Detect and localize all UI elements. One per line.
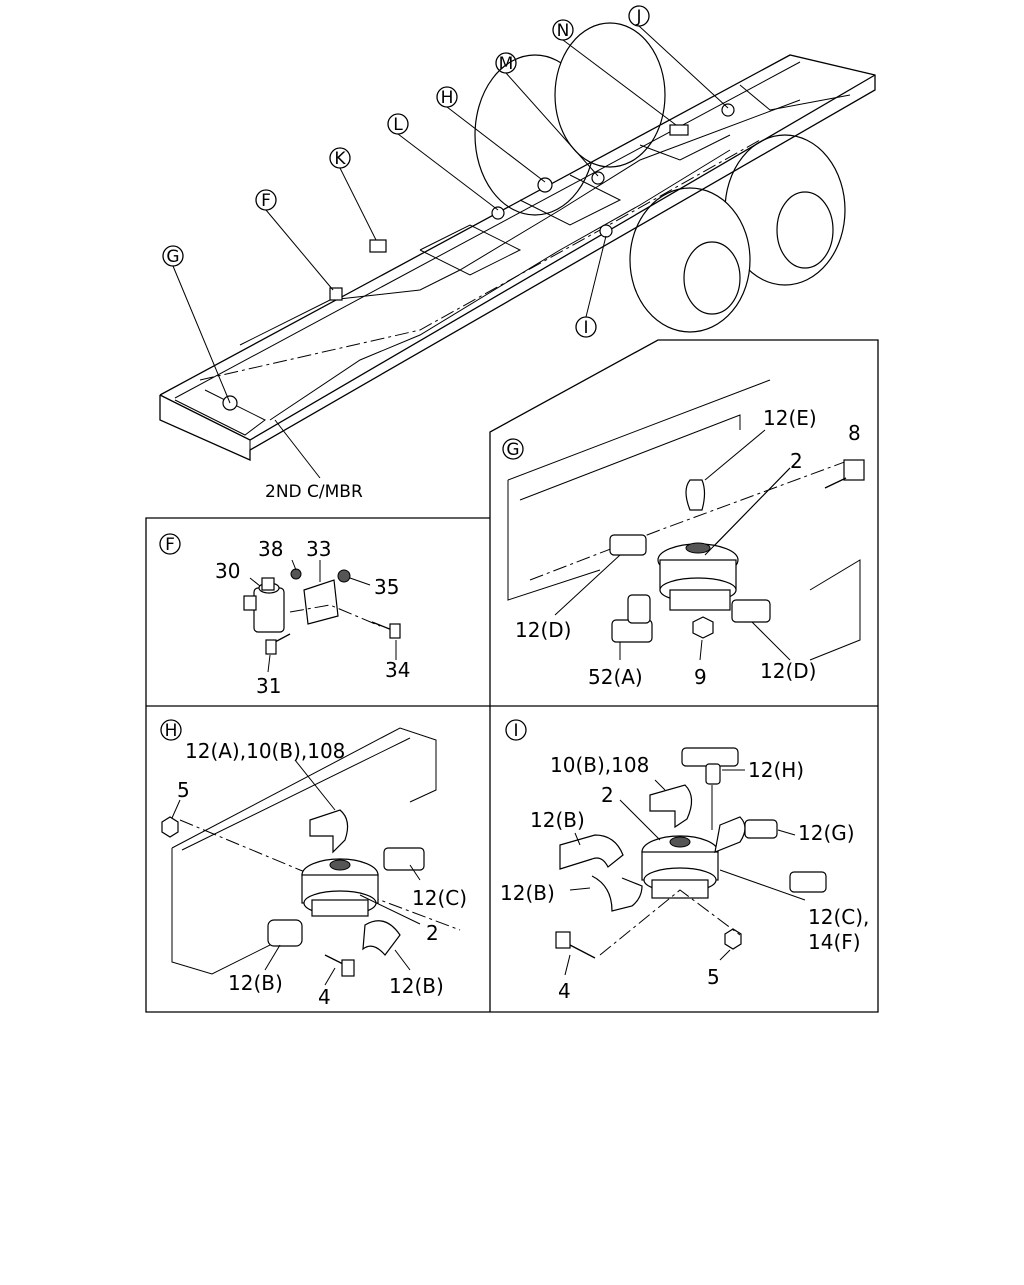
part-label: 5: [707, 965, 720, 989]
callout-L[interactable]: L: [387, 113, 499, 211]
part-label: H: [441, 88, 454, 108]
elbow-fitting-12E: [685, 479, 706, 511]
part-label: 52(A): [588, 665, 643, 689]
elbow-fitting-12B-I-upper: [559, 834, 624, 870]
nut-9: [692, 616, 714, 639]
bracket-33: [303, 579, 339, 625]
elbow-fitting-12G: [714, 816, 746, 853]
part-label: 12(B): [500, 881, 555, 905]
part-label: 2ND C/MBR: [265, 482, 363, 502]
tire-rear-upper: [474, 22, 666, 216]
callout-M[interactable]: M: [495, 52, 599, 177]
part-label: M: [499, 54, 514, 74]
part-label: 2: [601, 783, 614, 807]
part-label: J: [635, 7, 641, 27]
valve-mounts: [222, 103, 735, 411]
panel-H: H 12(A),10(B),108 5 12(C) 2 12(: [160, 719, 467, 1009]
part-label: 5: [177, 778, 190, 802]
part-label: K: [334, 149, 346, 169]
part-label: I: [513, 721, 518, 741]
part-label: L: [393, 115, 403, 135]
part-label: 2: [790, 449, 803, 473]
bolt-4-I: [555, 931, 596, 959]
part-label: 8: [848, 421, 861, 445]
part-label: 12(E): [763, 406, 817, 430]
part-label: N: [557, 21, 570, 41]
part-label: 12(D): [515, 618, 571, 642]
bolt-4-H: [324, 954, 355, 977]
part-label: H: [165, 721, 178, 741]
member-label: 2ND C/MBR: [265, 419, 363, 502]
callout-J[interactable]: J: [628, 5, 729, 109]
callout-K[interactable]: K: [329, 147, 377, 241]
valve-30: [243, 577, 285, 633]
part-label: F: [165, 535, 175, 555]
part-label: 12(A),10(B),108: [185, 739, 345, 763]
nut-35: [337, 569, 351, 583]
panel-F-tag-circle: [159, 533, 181, 555]
callout-N[interactable]: N: [552, 19, 677, 126]
relay-valve-I: [641, 835, 719, 899]
panel-borders: [145, 339, 879, 1013]
chassis-overview: G F K L H M N: [159, 5, 876, 502]
part-label: 12(H): [748, 758, 804, 782]
part-label: 4: [318, 985, 331, 1009]
fitting-12C-I: [789, 871, 827, 893]
callout-G[interactable]: G: [162, 245, 231, 404]
part-label: 31: [256, 674, 281, 698]
part-label: 12(B): [530, 808, 585, 832]
part-label: 30: [215, 559, 240, 583]
fitting-12D-left: [609, 534, 647, 556]
panel-I: I 10(B),108: [500, 719, 869, 1003]
part-label: F: [261, 191, 271, 211]
elbow-fitting-12B-H: [362, 920, 401, 956]
part-label: 9: [694, 665, 707, 689]
part-label: 38: [258, 537, 283, 561]
bolt-8: [824, 459, 865, 489]
part-label: 35: [374, 575, 399, 599]
tee-fitting-12H: [681, 747, 739, 785]
part-label: G: [506, 440, 519, 460]
nut-5-I: [724, 928, 742, 950]
relay-valve-G: [657, 542, 739, 611]
panel-I-tag-circle: [505, 719, 527, 741]
part-label: 10(B),108: [550, 753, 649, 777]
elbow-fitting-12A: [309, 809, 349, 854]
bolt-34: [371, 621, 401, 639]
nut-5-H: [161, 816, 179, 838]
panel-G: G 12(E): [502, 379, 865, 689]
panel-H-tag-circle: [160, 719, 182, 741]
callout-I[interactable]: I: [575, 235, 607, 338]
part-label: 12(C),: [808, 905, 869, 929]
fitting-12D-right: [731, 599, 771, 623]
part-label: 12(D): [760, 659, 816, 683]
relay-valve-H: [301, 858, 379, 917]
part-label: I: [583, 318, 588, 338]
panel-F: F 38 33 30 35 34 31: [159, 533, 410, 698]
nut-38: [290, 568, 302, 580]
part-label: 12(B): [228, 971, 283, 995]
elbow-fitting-12B-I-lower: [591, 875, 643, 912]
part-label: 12(G): [798, 821, 855, 845]
part-label: 12(C): [412, 886, 467, 910]
panel-G-tag-circle: [502, 438, 524, 460]
bolt-31: [265, 633, 291, 655]
callout-F[interactable]: F: [255, 189, 334, 291]
part-label: 12(B): [389, 974, 444, 998]
part-label: 2: [426, 921, 439, 945]
part-label: 34: [385, 658, 410, 682]
callout-H[interactable]: H: [436, 86, 546, 183]
part-label: 14(F): [808, 930, 861, 954]
elbow-fitting-10B-I: [649, 784, 693, 829]
fitting-12C-H: [383, 847, 425, 871]
part-label: 33: [306, 537, 331, 561]
fitting-12B-H-left: [267, 919, 303, 947]
part-label: G: [166, 247, 179, 267]
part-label: 4: [558, 979, 571, 1003]
tire-rear-right: [629, 134, 846, 333]
